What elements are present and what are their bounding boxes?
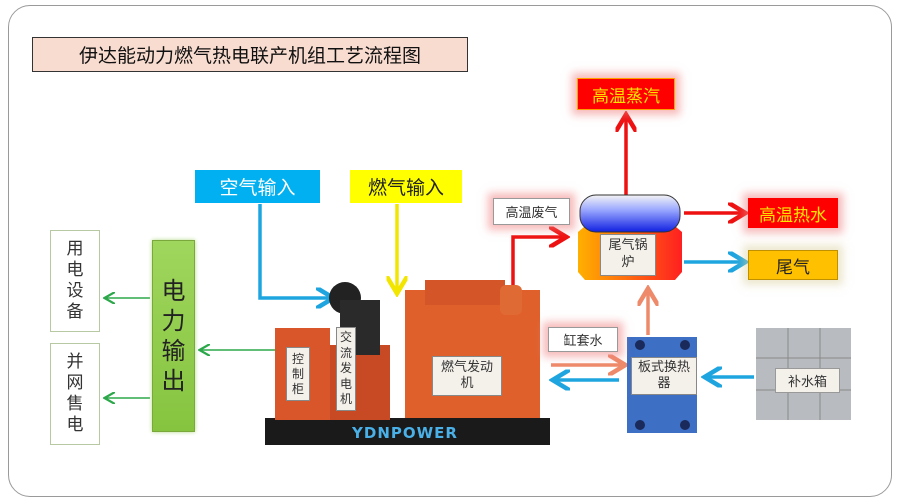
power-output-box: 电力输出 xyxy=(152,240,195,432)
grid-box: 并网售电 xyxy=(50,343,100,445)
power-arrows xyxy=(106,298,278,398)
alternator-label: 交流发电机 xyxy=(336,327,356,411)
air-input-box: 空气输入 xyxy=(195,170,320,203)
control-cabinet-label: 控制柜 xyxy=(286,347,310,401)
steam-box: 高温蒸汽 xyxy=(577,78,675,110)
hot-water-box: 高温热水 xyxy=(748,198,838,228)
jacket-water-label: 缸套水 xyxy=(548,327,618,352)
page-title: 伊达能动力燃气热电联产机组工艺流程图 xyxy=(32,37,468,72)
exhaust-label: 高温废气 xyxy=(493,198,570,225)
brand-logo: YDNPOWER xyxy=(352,424,458,442)
air-arrow xyxy=(258,204,330,298)
plate-exchanger-label: 板式换热器 xyxy=(631,357,697,395)
slide-frame xyxy=(8,5,892,497)
consumer-box: 用电设备 xyxy=(50,230,100,332)
boiler-label: 尾气锅炉 xyxy=(600,234,656,276)
tail-gas-box: 尾气 xyxy=(748,250,838,280)
engine-label: 燃气发动机 xyxy=(432,356,502,396)
exhaust-arrow xyxy=(511,237,563,292)
makeup-tank-label: 补水箱 xyxy=(775,368,840,393)
genset-image xyxy=(265,280,550,445)
gas-input-box: 燃气输入 xyxy=(350,170,462,203)
